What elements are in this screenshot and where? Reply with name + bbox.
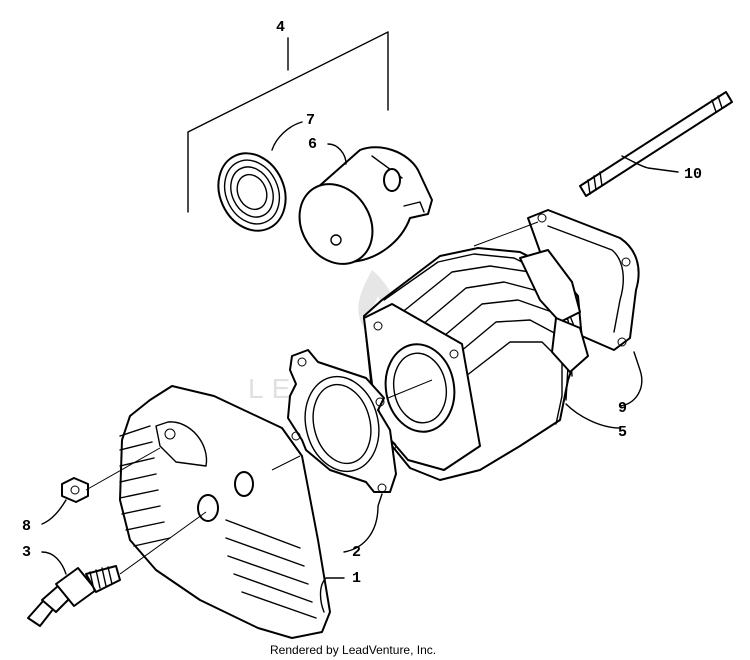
callout-leaders <box>41 121 679 613</box>
leader-2 <box>343 493 383 553</box>
piston-ring <box>217 152 287 232</box>
leader-1 <box>319 577 345 613</box>
leader-10 <box>621 155 679 173</box>
leader-8 <box>41 499 67 525</box>
assembly-center-lines <box>85 221 539 575</box>
cylinder-base-gasket <box>527 209 640 351</box>
cylinder-stud <box>579 91 733 197</box>
spark-plug <box>27 565 121 627</box>
head-gasket <box>287 349 397 493</box>
callout-labels: 4 7 6 10 9 5 8 3 2 1 <box>22 19 702 587</box>
cylinder <box>363 247 589 481</box>
piston-kit-bracket <box>187 31 389 213</box>
callout-1: 1 <box>352 570 361 587</box>
callout-2: 2 <box>352 544 361 561</box>
footer-credit: Rendered by LeadVenture, Inc. <box>270 643 436 657</box>
callout-8: 8 <box>22 518 31 535</box>
piston <box>298 146 433 265</box>
leader-7 <box>271 121 303 151</box>
watermark-flame-icon <box>358 270 396 338</box>
callout-3: 3 <box>22 544 31 561</box>
callout-5: 5 <box>618 424 627 441</box>
cylinder-head <box>119 385 331 639</box>
leader-6 <box>327 143 347 165</box>
cylinder-head-nut <box>61 477 89 503</box>
callout-6: 6 <box>308 136 317 153</box>
leader-5 <box>565 403 621 429</box>
callout-4: 4 <box>276 19 285 36</box>
callout-7: 7 <box>306 112 315 129</box>
callout-9: 9 <box>618 400 627 417</box>
callout-10: 10 <box>684 166 702 183</box>
leader-9 <box>619 351 643 407</box>
leader-3 <box>41 551 67 575</box>
